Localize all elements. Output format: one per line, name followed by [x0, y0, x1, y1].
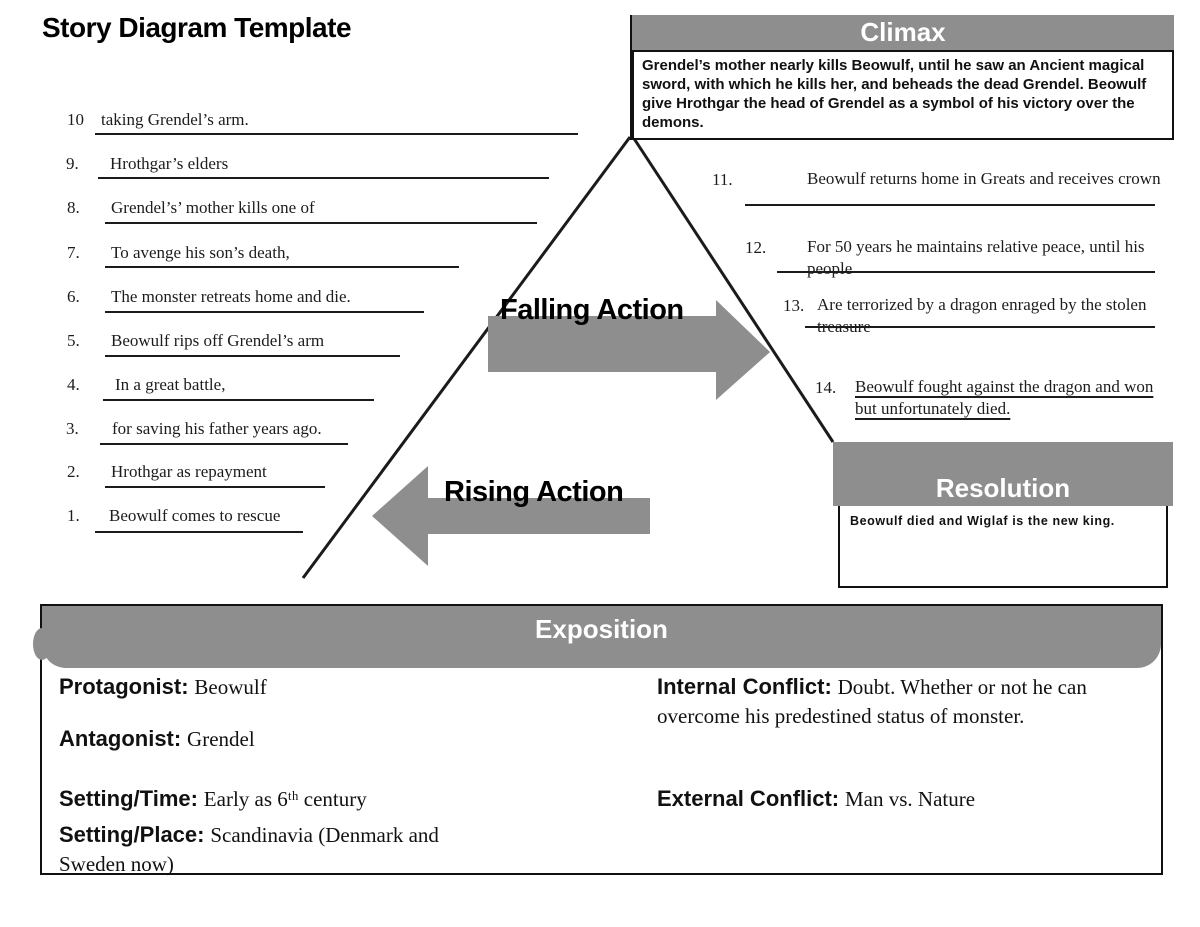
rising-item-3: 3. for saving his father years ago.: [66, 419, 348, 445]
blank-line: [105, 486, 325, 488]
blank-line: [95, 531, 303, 533]
item-number: 6.: [67, 287, 80, 306]
exposition-header: Exposition: [33, 606, 1161, 668]
falling-action-label: Falling Action: [500, 294, 684, 326]
resolution-header-label: Resolution: [935, 473, 1071, 503]
blank-line: [805, 326, 1155, 328]
field-value: Doubt. Whether or not he can overcome hi…: [657, 675, 1087, 728]
falling-item-14: 14. Beowulf fought against the dragon an…: [815, 376, 1167, 420]
field-label: Setting/Time:: [59, 786, 198, 811]
item-number: 7.: [67, 243, 80, 262]
climax-text: Grendel’s mother nearly kills Beowulf, u…: [632, 50, 1174, 140]
rising-item-9: 9. Hrothgar’s elders: [66, 154, 549, 179]
blank-line: [100, 443, 348, 445]
field-setting-place: Setting/Place: Scandinavia (Denmark and …: [59, 820, 459, 879]
item-text: Grendel’s’ mother kills one of: [111, 198, 315, 217]
item-text: Beowulf fought against the dragon and wo…: [855, 377, 1154, 418]
blank-line: [105, 311, 424, 313]
resolution-text: Beowulf died and Wiglaf is the new king.: [838, 506, 1168, 588]
item-text: The monster retreats home and die.: [111, 287, 351, 306]
item-text: For 50 years he maintains relative peace…: [807, 237, 1145, 278]
item-number: 3.: [66, 419, 79, 438]
blank-line: [105, 355, 400, 357]
field-value: Early as 6ᵗʰ century: [203, 787, 367, 811]
item-text: To avenge his son’s death,: [111, 243, 290, 262]
field-internal-conflict: Internal Conflict: Doubt. Whether or not…: [657, 672, 1132, 731]
blank-line: [98, 177, 549, 179]
blank-line: [745, 204, 1155, 206]
item-text: for saving his father years ago.: [112, 419, 322, 438]
rising-item-2: 2. Hrothgar as repayment: [67, 462, 325, 488]
item-number: 8.: [67, 198, 80, 217]
field-setting-time: Setting/Time: Early as 6ᵗʰ century: [59, 784, 367, 814]
field-label: Protagonist:: [59, 674, 189, 699]
rising-item-4: 4. In a great battle,: [67, 375, 374, 401]
item-text: Beowulf rips off Grendel’s arm: [111, 331, 325, 350]
rising-item-8: 8. Grendel’s’ mother kills one of: [67, 198, 537, 224]
blank-line: [777, 271, 1155, 273]
item-number: 13.: [783, 296, 805, 315]
item-number: 14.: [815, 378, 837, 397]
blank-line: [105, 266, 459, 268]
item-number: 5.: [67, 331, 80, 350]
item-text: Are terrorized by a dragon enraged by th…: [817, 295, 1147, 336]
rising-item-6: 6. The monster retreats home and die.: [67, 287, 424, 313]
rising-item-5: 5. Beowulf rips off Grendel’s arm: [67, 331, 400, 357]
rising-item-1: 1. Beowulf comes to rescue: [67, 506, 303, 533]
field-label: Internal Conflict:: [657, 674, 832, 699]
falling-item-12: 12. For 50 years he maintains relative p…: [745, 236, 1155, 280]
item-number: 2.: [67, 462, 80, 481]
exposition-header-label: Exposition: [535, 614, 668, 644]
item-number: 12.: [745, 238, 767, 257]
field-antagonist: Antagonist: Grendel: [59, 724, 255, 754]
field-value: Scandinavia (Denmark and Sweden now): [59, 823, 439, 876]
field-value: Beowulf: [194, 675, 267, 699]
field-label: Setting/Place:: [59, 822, 205, 847]
field-protagonist: Protagonist: Beowulf: [59, 672, 267, 702]
field-label: External Conflict:: [657, 786, 840, 811]
item-text: Hrothgar’s elders: [110, 154, 229, 173]
field-external-conflict: External Conflict: Man vs. Nature: [657, 784, 975, 814]
falling-item-11: 11. Beowulf returns home in Greats and r…: [712, 168, 1161, 206]
item-number: 1.: [67, 506, 80, 525]
field-label: Antagonist:: [59, 726, 182, 751]
exposition-header-bump: [33, 628, 51, 660]
climax-header: Climax: [632, 15, 1174, 50]
resolution-header: Resolution: [833, 442, 1173, 506]
page-title: Story Diagram Template: [42, 12, 352, 43]
item-number: 11.: [712, 170, 733, 189]
rising-item-7: 7. To avenge his son’s death,: [67, 243, 459, 268]
field-value: Grendel: [187, 727, 255, 751]
item-text: Beowulf returns home in Greats and recei…: [807, 169, 1161, 188]
rising-action-label: Rising Action: [444, 476, 624, 508]
item-number: 4.: [67, 375, 80, 394]
item-text: Beowulf comes to rescue: [109, 506, 281, 525]
exposition-box: Exposition Protagonist: Beowulf Antagoni…: [33, 604, 1163, 876]
rising-item-10: 10 taking Grendel’s arm.: [67, 110, 578, 135]
item-text: In a great battle,: [115, 375, 226, 394]
blank-line: [95, 133, 578, 135]
climax-box: Climax Grendel’s mother nearly kills Beo…: [630, 15, 1174, 140]
falling-item-13: 13. Are terrorized by a dragon enraged b…: [783, 294, 1155, 338]
resolution-box: Resolution Beowulf died and Wiglaf is th…: [833, 442, 1173, 588]
item-text: taking Grendel’s arm.: [101, 110, 249, 129]
blank-line: [105, 222, 537, 224]
item-number: 10: [67, 110, 84, 129]
field-value: Man vs. Nature: [844, 787, 976, 811]
blank-line: [103, 399, 374, 401]
item-number: 9.: [66, 154, 79, 173]
item-text: Hrothgar as repayment: [111, 462, 267, 481]
